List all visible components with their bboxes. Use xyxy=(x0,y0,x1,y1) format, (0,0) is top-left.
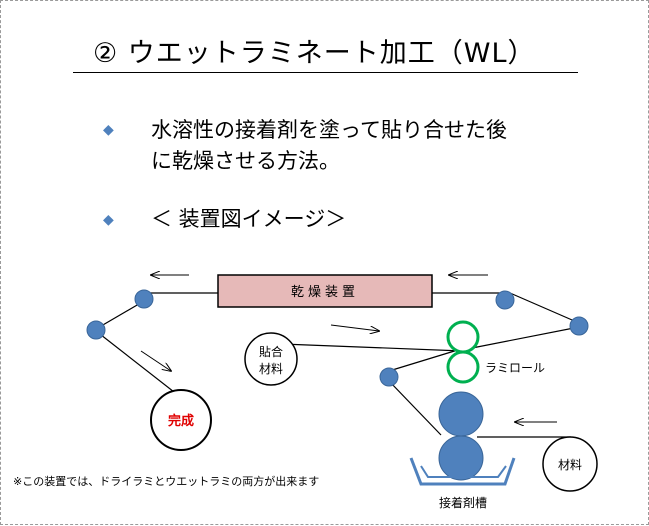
tank-outer xyxy=(409,457,516,486)
guide-roller xyxy=(86,320,106,340)
guide-rollers xyxy=(86,289,589,387)
laminate-roll-lower xyxy=(446,350,480,384)
adhesive-tank xyxy=(409,457,516,486)
footnote: ※この装置では、ドライラミとウエットラミの両方が出来ます xyxy=(13,475,320,488)
bullet-diamond-icon: ◆ xyxy=(103,122,114,138)
bonding-material-label-line2: 材料 xyxy=(259,362,283,376)
web-line xyxy=(95,300,145,330)
guide-roller xyxy=(569,316,589,336)
arrow-down-icon xyxy=(140,350,171,371)
coating-roll-upper xyxy=(438,391,484,437)
dryer-label: 乾燥装置 xyxy=(291,285,359,300)
guide-roller xyxy=(495,290,515,310)
bonding-material-reel xyxy=(244,332,298,386)
web-line xyxy=(95,330,184,400)
bullet-line: 水溶性の接着剤を塗って貼り合せた後 xyxy=(151,118,507,142)
material-reel xyxy=(542,436,598,492)
bullet-line: に乾燥させる方法。 xyxy=(151,149,340,173)
direction-arrows xyxy=(140,275,557,422)
arrow-right-icon xyxy=(330,324,379,331)
bullet-text: 水溶性の接着剤を塗って貼り合せた後 に乾燥させる方法。 xyxy=(151,115,507,177)
web-line xyxy=(388,380,442,436)
finished-label: 完成 xyxy=(168,413,194,429)
web-line xyxy=(466,326,580,350)
bonding-material-label-line1: 貼合 xyxy=(259,344,283,359)
bullet-line: ＜ 装置図イメージ＞ xyxy=(151,207,347,231)
web-line xyxy=(509,292,580,324)
coating-roll-lower xyxy=(438,435,484,481)
slide-title: ② ウエットラミネート加工（WL） xyxy=(93,38,536,69)
dryer-box xyxy=(217,274,433,308)
laminate-roll-upper xyxy=(446,320,480,354)
web-line xyxy=(388,348,462,372)
guide-roller xyxy=(379,367,399,387)
laminate-roll-label: ラミロール xyxy=(485,361,545,375)
tank-inner xyxy=(420,465,507,478)
title-underline xyxy=(73,72,578,73)
guide-roller xyxy=(134,289,154,309)
adhesive-tank-label: 接着剤槽 xyxy=(439,495,487,510)
bullet-text: ＜ 装置図イメージ＞ xyxy=(151,204,346,235)
material-label: 材料 xyxy=(558,458,582,472)
finished-reel xyxy=(150,389,212,451)
bullet-diamond-icon: ◆ xyxy=(103,212,114,228)
